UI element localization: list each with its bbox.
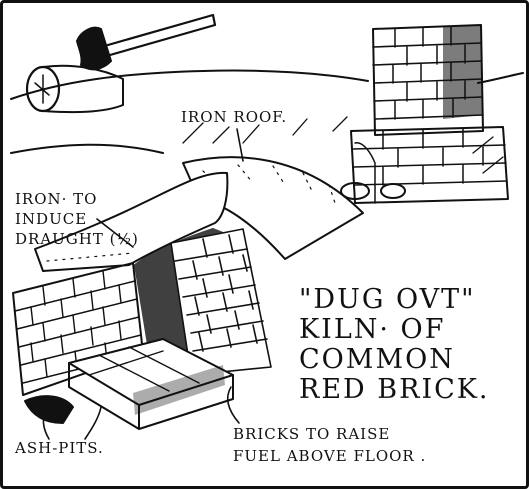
title-line-3: COMMON <box>299 344 455 375</box>
iron-draught-line-2: INDUCE <box>15 210 88 228</box>
flue-base-bricks <box>340 126 509 204</box>
iron-roof-text: IRON ROOF. <box>181 108 288 126</box>
log-body <box>42 64 124 114</box>
kiln-drawing <box>10 13 524 440</box>
iron-roof-label: IRON ROOF. <box>181 110 287 125</box>
iron-draught-line-1: IRON· TO <box>15 190 98 208</box>
title-line-1: "DUG OVT" <box>299 284 476 315</box>
brick-chimney <box>372 24 484 136</box>
title-line-2: KILN· OF <box>299 314 446 345</box>
kiln-interior-bricks <box>170 228 272 376</box>
ground-line <box>10 143 164 154</box>
title-line-4: RED BRICK. <box>299 374 490 405</box>
ground-hatching <box>182 116 504 174</box>
leader-iron-roof <box>236 128 244 162</box>
bricks-raise-label: BRICKS TO RAISE FUEL ABOVE FLOOR . <box>233 423 426 467</box>
axe-handle <box>99 13 217 59</box>
kiln-title: "DUG OVT" KILN· OF COMMON RED BRICK. <box>299 285 490 405</box>
leader-ash-pits-2 <box>84 406 102 440</box>
axe-head <box>76 26 112 71</box>
ash-pits-label: ASH-PITS. <box>15 441 104 456</box>
fuel-raising-bricks <box>68 338 234 430</box>
ash-pits-text: ASH-PITS. <box>15 439 104 457</box>
leader-ash-pits <box>42 408 50 440</box>
log-rings <box>34 74 50 104</box>
leader-bricks-raise <box>226 386 240 424</box>
bricks-raise-line-2: FUEL ABOVE FLOOR . <box>233 447 427 465</box>
leader-iron-draught <box>96 218 134 248</box>
bricks-raise-line-1: BRICKS TO RAISE <box>233 425 391 443</box>
ash-pit <box>24 395 74 424</box>
iron-draught-label: IRON· TO INDUCE DRAUGHT (½) <box>15 189 139 249</box>
iron-draught-line-3: DRAUGHT (½) <box>15 230 139 248</box>
